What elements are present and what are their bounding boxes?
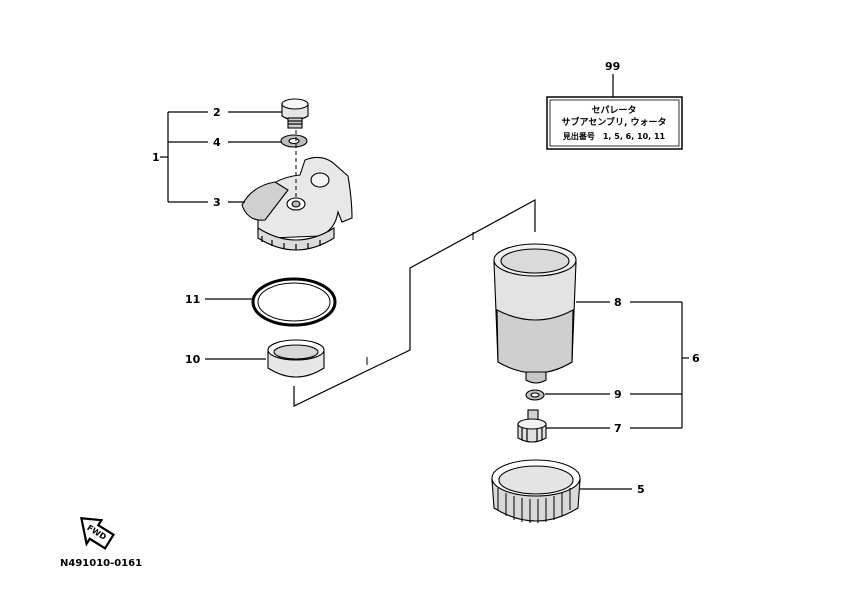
diagram-code: N491010-0161 [60, 558, 142, 569]
ring-nut [491, 459, 581, 523]
callout-5: 5 [637, 483, 645, 496]
o-ring [251, 277, 337, 327]
callout-6: 6 [692, 352, 700, 365]
callout-9: 9 [614, 388, 622, 401]
assembly-line [293, 198, 536, 407]
kit-label-line2: サブアセンブリ, ウォータ [561, 116, 666, 128]
retaining-ring [267, 339, 325, 378]
callout-7: 7 [614, 422, 622, 435]
callout-4: 4 [213, 136, 221, 149]
callout-99: 99 [605, 60, 620, 73]
kit-label-line1: セパレータ [591, 104, 636, 116]
fwd-arrow-icon: FWD [80, 516, 116, 550]
callout-2: 2 [213, 106, 221, 119]
callout-11: 11 [185, 293, 200, 306]
callout-8: 8 [614, 296, 622, 309]
kit-label-line3: 見出番号 1, 5, 6, 10, 11 [562, 131, 666, 141]
callout-lines-head [160, 111, 282, 360]
kit-label-box: セパレータ サブアセンブリ, ウォータ 見出番号 1, 5, 6, 10, 11 [546, 96, 683, 150]
callout-1: 1 [152, 151, 160, 164]
callout-3: 3 [213, 196, 221, 209]
small-washer [525, 389, 545, 401]
drain-plug [517, 409, 547, 443]
callout-10: 10 [185, 353, 201, 366]
separator-bowl [493, 243, 577, 384]
separator-head-assembly [241, 98, 353, 251]
callout-lines-bowl [545, 301, 689, 490]
